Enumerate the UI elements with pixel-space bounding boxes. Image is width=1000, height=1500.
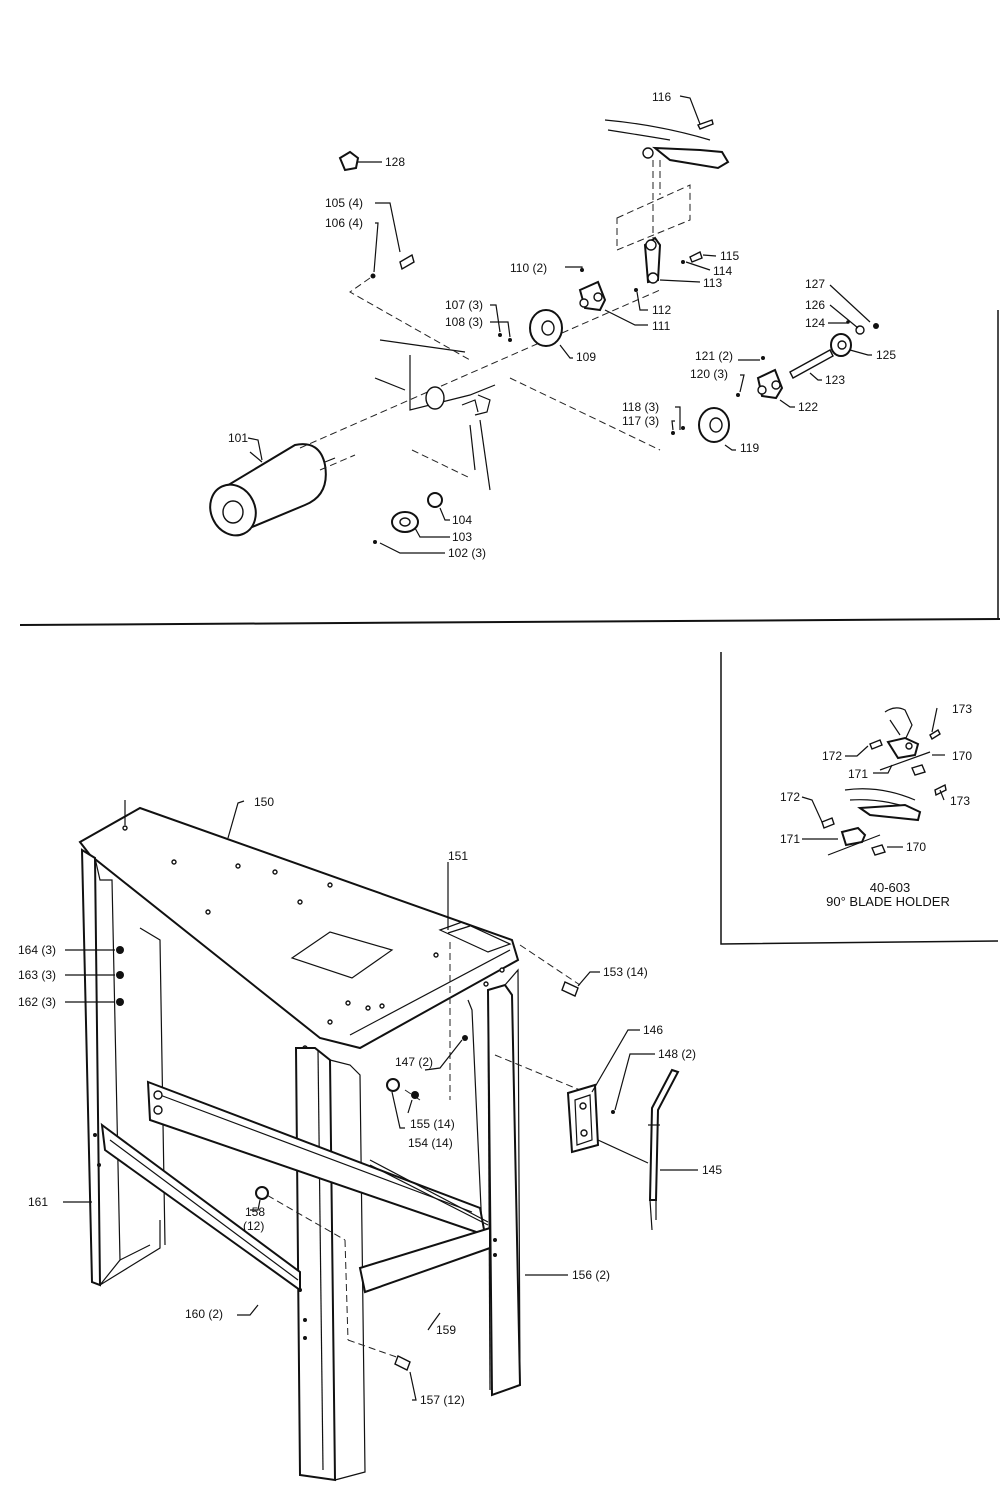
bracket-122 <box>756 368 784 400</box>
labels-lower: 150 151 164 (3) 163 (3) 162 (3) 153 (14)… <box>18 795 722 1407</box>
motor-drive-assembly <box>209 119 879 544</box>
leg-front <box>294 1047 337 1482</box>
label-170a: 170 <box>952 749 972 763</box>
label-170b: 170 <box>906 840 926 854</box>
label-148: 148 (2) <box>658 1047 696 1061</box>
label-173b: 173 <box>950 794 970 808</box>
stand-assembly <box>78 806 680 1482</box>
bracket-146 <box>566 1083 600 1154</box>
label-119: 119 <box>740 441 759 455</box>
label-162: 162 (3) <box>18 995 56 1009</box>
label-104: 104 <box>452 513 472 527</box>
label-113: 113 <box>703 276 722 290</box>
label-120: 120 (3) <box>690 367 728 381</box>
leg-161 <box>80 848 102 1287</box>
label-145: 145 <box>702 1163 722 1177</box>
leader-lines-upper <box>247 95 872 554</box>
label-173a: 173 <box>952 702 972 716</box>
inset-title: 90° BLADE HOLDER <box>826 894 950 909</box>
label-128: 128 <box>385 155 405 169</box>
stand-top-150 <box>78 806 520 1050</box>
label-109: 109 <box>576 350 596 364</box>
label-160: 160 (2) <box>185 1307 223 1321</box>
label-172a: 172 <box>822 749 842 763</box>
label-108: 108 (3) <box>445 315 483 329</box>
label-153: 153 (14) <box>603 965 648 979</box>
label-103: 103 <box>452 530 472 544</box>
leader-lines-lower <box>63 800 698 1401</box>
label-146: 146 <box>643 1023 663 1037</box>
label-118: 118 (3) <box>622 400 659 414</box>
leg-right <box>486 983 522 1397</box>
pulley-125 <box>830 333 852 357</box>
label-159: 159 <box>436 1323 456 1337</box>
clip-128 <box>338 150 360 172</box>
label-164: 164 (3) <box>18 943 56 957</box>
label-122: 122 <box>798 400 818 414</box>
label-154: 154 (14) <box>408 1136 453 1150</box>
label-158: 158 <box>245 1205 265 1219</box>
label-163: 163 (3) <box>18 968 56 982</box>
motor-101 <box>209 443 336 537</box>
label-161: 161 <box>28 1195 48 1209</box>
label-107: 107 (3) <box>445 298 483 312</box>
label-126: 126 <box>805 298 825 312</box>
gear-109 <box>529 309 563 347</box>
label-171b: 171 <box>780 832 800 846</box>
label-172b: 172 <box>780 790 800 804</box>
label-123: 123 <box>825 373 845 387</box>
label-101: 101 <box>228 431 248 445</box>
label-127: 127 <box>805 277 825 291</box>
lever-145 <box>648 1068 680 1201</box>
label-125: 125 <box>876 348 896 362</box>
inset-model-number: 40-603 <box>870 880 910 895</box>
blade-arm-116 <box>604 119 730 170</box>
gear-119 <box>698 407 730 443</box>
pulley-103 <box>373 492 443 544</box>
label-115: 115 <box>720 249 739 263</box>
bracket-111 <box>578 280 607 312</box>
label-110: 110 (2) <box>510 261 547 275</box>
label-157: 157 (12) <box>420 1393 465 1407</box>
label-121: 121 (2) <box>695 349 733 363</box>
stretcher-159 <box>358 1226 491 1294</box>
label-102: 102 (3) <box>448 546 486 560</box>
label-124: 124 <box>805 316 825 330</box>
label-150: 150 <box>254 795 274 809</box>
label-114: 114 <box>713 264 732 278</box>
label-171a: 171 <box>848 767 868 781</box>
labels-upper: 116 128 105 (4) 106 (4) 110 (2) 115 114 … <box>228 90 896 560</box>
connecting-rod-113 <box>634 236 662 292</box>
label-111: 111 <box>652 319 671 333</box>
mounting-plate <box>374 339 496 491</box>
label-158-qty: (12) <box>243 1219 264 1233</box>
label-112: 112 <box>652 303 671 317</box>
label-105: 105 (4) <box>325 196 363 210</box>
label-117: 117 (3) <box>622 414 659 428</box>
section-divider <box>19 618 1000 626</box>
label-155: 155 (14) <box>410 1117 455 1131</box>
label-116: 116 <box>652 90 671 104</box>
shaft-123 <box>789 349 834 379</box>
label-147: 147 (2) <box>395 1055 433 1069</box>
label-156: 156 (2) <box>572 1268 610 1282</box>
inset-box: 173 172 170 171 172 173 171 170 40-603 9… <box>720 652 999 945</box>
label-151: 151 <box>448 849 468 863</box>
label-106: 106 (4) <box>325 216 363 230</box>
